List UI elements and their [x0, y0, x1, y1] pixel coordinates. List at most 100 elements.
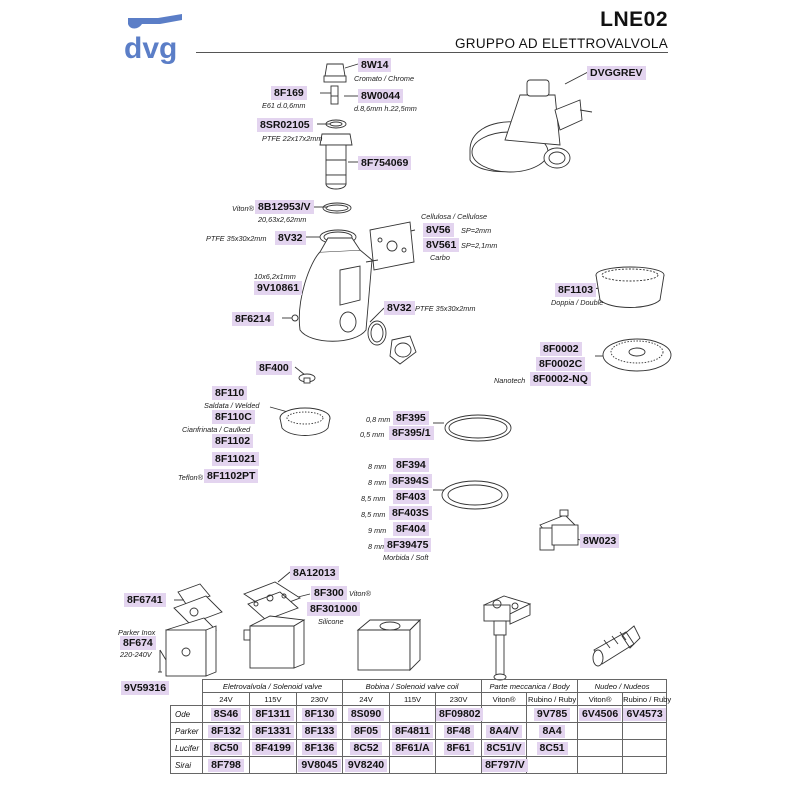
part-code-8f403s: 8F403S: [389, 506, 432, 520]
part-code: 9V8045: [298, 758, 341, 772]
part-code-8f0002nq: 8F0002-NQ: [530, 372, 591, 386]
subheader: 24V: [342, 692, 391, 706]
part-code-9v59316: 9V59316: [121, 681, 170, 695]
table-cell: [249, 756, 297, 774]
table-cell: 8F61/A: [389, 739, 437, 757]
part-code: 9V8240: [344, 758, 388, 772]
gasket-note-6: 8,5 mm: [361, 510, 386, 519]
part-code-8f1103: 8F1103: [555, 283, 597, 297]
table-cell: 9V8045: [295, 756, 344, 774]
part-code-8sr02105: 8SR02105: [257, 118, 313, 132]
part-code: 8F4811: [392, 724, 434, 738]
part-note-8v32b: PTFE 35x30x2mm: [415, 304, 476, 313]
table-cell: 8F4811: [389, 722, 437, 740]
row-label: Parker: [170, 722, 203, 740]
group-header-body: Parte meccanica / Body: [481, 679, 579, 693]
part-note-8f110: Saldata / Welded: [204, 401, 260, 410]
subheader: Viton®: [481, 692, 528, 706]
part-note-nanotech: Nanotech: [494, 376, 526, 385]
gasket-note-5: 8,5 mm: [361, 494, 386, 503]
part-code: 8F1311: [252, 707, 294, 721]
part-code-8f394s: 8F394S: [389, 474, 432, 488]
table-cell: 6V4573: [622, 705, 668, 723]
table-cell: [622, 756, 668, 774]
part-note-9v10861: 10x6,2x1mm: [254, 272, 296, 281]
part-code-8f110: 8F110: [212, 386, 248, 400]
part-code-8f11021: 8F11021: [212, 452, 259, 466]
part-code: 8S46: [210, 707, 242, 721]
part-code-8f0002: 8F0002: [540, 342, 582, 356]
table-cell: [526, 756, 579, 774]
part-code: 8F132: [208, 724, 244, 738]
table-row: Parker 8F132 8F1331 8F133 8F05 8F4811 8F48 8A4/…: [170, 722, 668, 740]
dvg-logo: dvg: [124, 14, 182, 64]
part-code-8w023: 8W023: [580, 534, 620, 548]
table-cell: 8F133: [295, 722, 344, 740]
part-code: 8F61: [443, 741, 474, 755]
table-cell: 8F09802: [435, 705, 484, 723]
part-code-8f754069: 8F754069: [358, 156, 412, 170]
subheader: 24V: [202, 692, 250, 706]
table-cell: [622, 739, 668, 757]
header-divider: [196, 52, 668, 53]
parts-table: Eletrovalvola / Solenoid valve Bobina / …: [170, 679, 671, 774]
group-header-nucleo: Nudeo / Nudeos: [577, 679, 668, 693]
table-cell: 8F132: [202, 722, 250, 740]
part-code: 8F61/A: [392, 741, 433, 755]
part-code: 8F48: [443, 724, 474, 738]
subheader: 115V: [249, 692, 297, 706]
part-code-8f404: 8F404: [393, 522, 429, 536]
part-code: 8F797/V: [482, 758, 528, 772]
part-code: 8F1331: [252, 724, 294, 738]
part-code: 8F133: [301, 724, 338, 738]
part-code-8v56: 8V56: [423, 223, 454, 237]
part-code-9v10861: 9V10861: [254, 281, 303, 295]
part-code-8f1102: 8F1102: [212, 434, 254, 448]
part-note-8v561: SP=2,1mm: [461, 241, 498, 250]
part-note-8w14: Cromato / Chrome: [354, 74, 415, 83]
part-code: 6V4506: [578, 707, 622, 721]
part-code: 8F09802: [436, 707, 484, 721]
table-cell: 8C50: [202, 739, 250, 757]
row-label: Ode: [170, 705, 203, 723]
part-note-parker-inox: Parker Inox: [118, 628, 156, 637]
part-note-8f39475: Morbida / Soft: [383, 553, 429, 562]
part-code-8f403: 8F403: [393, 490, 429, 504]
row-label: Lucifer: [170, 739, 203, 757]
table-cell: 8S090: [342, 705, 391, 723]
group-header-coil: Bobina / Solenoid valve coil: [342, 679, 483, 693]
part-code-8f674: 8F674: [120, 636, 156, 650]
gasket-note-1: 0,8 mm: [366, 415, 391, 424]
table-cell: 8F797/V: [481, 756, 528, 774]
table-cell: [481, 705, 528, 723]
part-code: 9V785: [533, 707, 571, 721]
part-note-carbo: Carbo: [430, 253, 450, 262]
table-cell: [577, 756, 624, 774]
part-code: 8A4: [539, 724, 565, 738]
part-code-8f301000: 8F301000: [307, 602, 361, 616]
group-header-solenoid-valve: Eletrovalvola / Solenoid valve: [201, 679, 344, 693]
part-code-8a12013: 8A12013: [290, 566, 339, 580]
table-cell: 9V8240: [342, 756, 391, 774]
part-note-8f1103: Doppia / Double: [551, 298, 604, 307]
part-code: 8F05: [351, 724, 381, 738]
table-cell: [389, 705, 437, 723]
part-note-cellulosa: Cellulosa / Cellulose: [421, 212, 488, 221]
part-code-8f169: 8F169: [271, 86, 307, 100]
subheader: 115V: [389, 692, 437, 706]
subheader: Rubino / Ruby: [526, 692, 579, 706]
table-cell: 8A4/V: [481, 722, 528, 740]
part-note-8w0044: d.8,6mm h.22,5mm: [354, 104, 417, 113]
part-code: 8C50: [210, 741, 242, 755]
table-cell: [622, 722, 668, 740]
table-cell: [435, 756, 483, 774]
part-code-8v561: 8V561: [423, 238, 460, 252]
part-code-8f1102pt: 8F1102PT: [204, 469, 259, 483]
table-cell: 8C52: [342, 739, 391, 757]
gasket-note-4: 8 mm: [368, 478, 387, 487]
table-cell: 8F48: [435, 722, 483, 740]
part-code-dvggrev: DVGGREV: [587, 66, 646, 80]
